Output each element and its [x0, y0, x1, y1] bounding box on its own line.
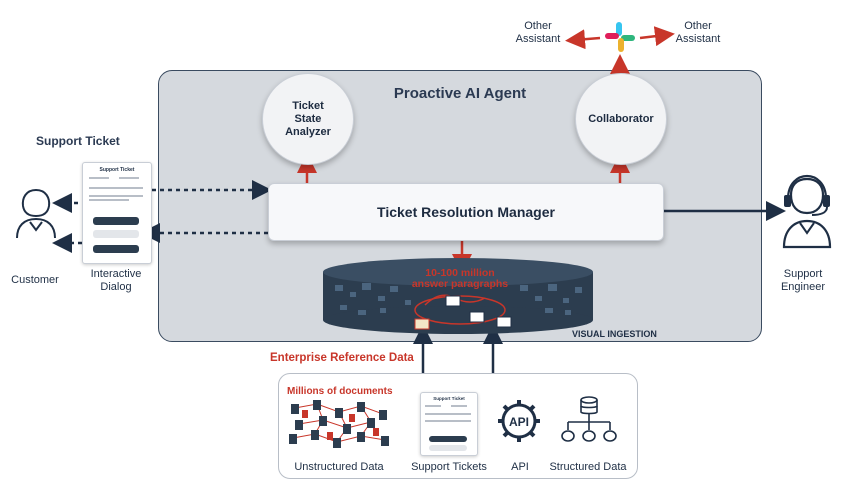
interactive-dialog-label-2: Dialog — [100, 281, 132, 293]
enterprise-data-box — [278, 373, 638, 479]
documents-graph-icon — [289, 400, 389, 448]
collaborator: Collaborator — [575, 73, 667, 165]
headset-agent-icon — [782, 174, 832, 249]
api-label: API — [511, 461, 529, 473]
database-label-2: answer paragraphs — [411, 278, 509, 290]
other-assistant-left: Other Assistant — [508, 20, 568, 46]
support-tickets-label: Support Tickets — [411, 461, 487, 473]
support-engineer-label-1: Support — [783, 268, 823, 280]
api-gear-icon: API — [498, 400, 540, 442]
database-tree-icon — [561, 396, 617, 442]
mini-ticket-title: Support Ticket — [433, 396, 465, 401]
millions-of-documents-label: Millions of documents — [287, 386, 393, 397]
ticket-card-title: Support Ticket — [99, 167, 135, 173]
other-assistant-right-2: Assistant — [675, 33, 721, 45]
support-engineer-label: Support Engineer — [770, 268, 836, 294]
customer-label: Customer — [11, 274, 59, 286]
analyzer-label-3: Analyzer — [285, 125, 331, 138]
analyzer-label-2: State — [294, 112, 322, 125]
support-engineer-label-2: Engineer — [780, 281, 826, 293]
unstructured-data-label: Unstructured Data — [294, 461, 384, 473]
structured-data-label: Structured Data — [549, 461, 627, 473]
person-icon — [16, 188, 56, 239]
other-assistant-right: Other Assistant — [668, 20, 728, 46]
enterprise-reference-title: Enterprise Reference Data — [270, 352, 414, 364]
ticket-resolution-manager: Ticket Resolution Manager — [268, 183, 664, 241]
arrow-to-right-assistant — [639, 26, 675, 47]
ticket-form-icon: Support Ticket — [420, 392, 478, 456]
other-assistant-left-2: Assistant — [515, 33, 561, 45]
answer-database-icon — [323, 258, 593, 334]
other-assistant-right-1: Other — [684, 20, 712, 32]
collaborator-label: Collaborator — [588, 112, 654, 125]
slack-icon — [605, 22, 635, 52]
support-ticket-title: Support Ticket — [36, 134, 120, 148]
analyzer-label-1: Ticket — [292, 99, 324, 112]
interactive-dialog-label: Interactive Dialog — [80, 268, 152, 294]
interactive-dialog-label-1: Interactive — [90, 268, 142, 280]
database-label: 10-100 million answer paragraphs — [390, 268, 530, 290]
support-ticket-card: Support Ticket — [82, 162, 152, 264]
svg-text:API: API — [509, 415, 529, 429]
arrow-to-left-assistant — [565, 29, 601, 50]
visual-ingestion-label: VISUAL INGESTION — [572, 329, 657, 339]
agent-title: Proactive AI Agent — [393, 85, 527, 102]
database-label-1: 10-100 million — [425, 267, 495, 279]
manager-label: Ticket Resolution Manager — [377, 204, 555, 220]
other-assistant-left-1: Other — [524, 20, 552, 32]
ticket-state-analyzer: Ticket State Analyzer — [262, 73, 354, 165]
